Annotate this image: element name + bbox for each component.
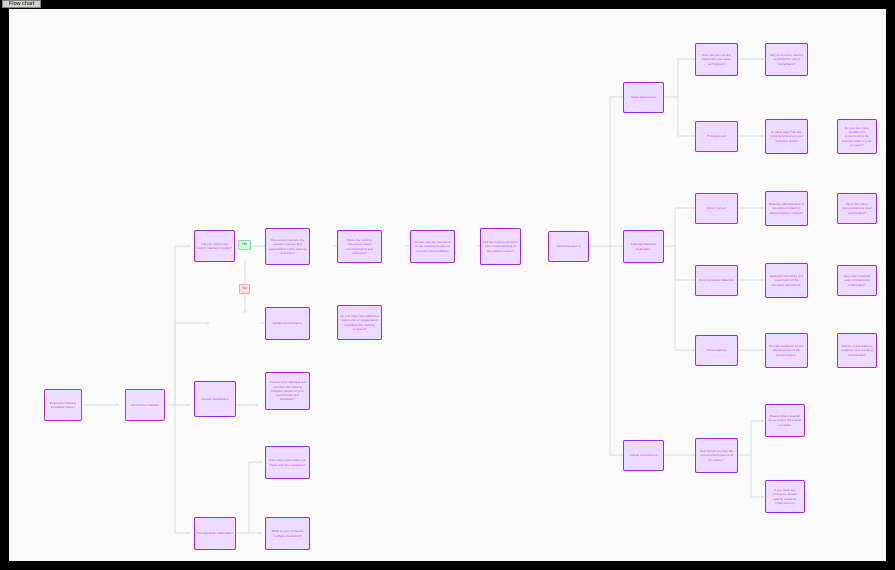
node-objectives-communicated[interactable]: Were the training objectives clearly com… bbox=[337, 230, 382, 263]
node-overall-satisfaction-question[interactable]: Overall, how satisfied are you with the … bbox=[265, 372, 310, 410]
node-label: Introduction Section bbox=[130, 402, 160, 407]
edge-label-yes: Yes bbox=[238, 240, 251, 250]
node-documentation-materials[interactable]: Documentation Materials bbox=[695, 265, 738, 296]
node-label: How would you rate the overall effective… bbox=[699, 449, 734, 462]
node-trainer-effectiveness-question[interactable]: How would you rate the overall effective… bbox=[695, 438, 738, 473]
node-label: Skill Assessment bbox=[556, 244, 581, 249]
node-label: In what ways has the training enhanced y… bbox=[770, 130, 803, 143]
node-introduction-section[interactable]: Introduction Section bbox=[125, 389, 165, 421]
node-label: Do you have any additional comments or s… bbox=[340, 314, 379, 331]
node-label: Documentation Materials bbox=[698, 278, 735, 283]
node-rate-structure[interactable]: How would you rate the overall structure… bbox=[265, 228, 310, 265]
node-label: Video Content bbox=[706, 206, 727, 211]
edge-label-text: Yes bbox=[241, 242, 248, 247]
node-label: How many years have you been with the co… bbox=[268, 458, 307, 467]
node-technical-skills-question[interactable]: In what ways has the training enhanced y… bbox=[765, 119, 808, 154]
node-additional-comments-question[interactable]: Do you have any additional comments or s… bbox=[337, 305, 382, 340]
node-video-content[interactable]: Video Content bbox=[695, 193, 738, 224]
node-label: Did you attend the recent training progr… bbox=[197, 241, 232, 250]
node-label: What is your preferred method of learnin… bbox=[271, 529, 304, 538]
node-label: Provide feedback on the effectiveness of… bbox=[769, 344, 804, 357]
node-label: Please rate the relevance of the trainin… bbox=[414, 240, 451, 253]
node-learning-method-question[interactable]: What is your preferred method of learnin… bbox=[265, 517, 310, 550]
tab-bar: Flow chart bbox=[0, 0, 895, 9]
node-label: Did you find the training beneficial for… bbox=[769, 53, 804, 66]
node-label: Presentations bbox=[706, 348, 727, 353]
node-label: Do you feel more confident in implementi… bbox=[842, 125, 872, 147]
node-label: Did the training enhance your understand… bbox=[483, 240, 518, 253]
node-label: Did the presentations enhance your learn… bbox=[841, 344, 873, 357]
node-attend-question[interactable]: Did you attend the recent training progr… bbox=[194, 230, 235, 262]
node-label: Overall, how satisfied are you with the … bbox=[269, 380, 306, 402]
node-presentation-feedback-question[interactable]: Provide feedback on the effectiveness of… bbox=[765, 333, 808, 368]
node-label: How would you rate the overall structure… bbox=[268, 238, 307, 255]
node-trainer-improvement-question[interactable]: If you have any concerns, please specify… bbox=[765, 480, 805, 513]
node-survey-root[interactable]: Employee Training Feedback Survey bbox=[44, 389, 82, 421]
node-documents-clarity-question[interactable]: Evaluate the clarity and usefulness of t… bbox=[765, 263, 808, 298]
node-materials-followable-question[interactable]: Were the materials easy to follow and un… bbox=[837, 265, 877, 296]
edge-label-no: No bbox=[239, 284, 250, 294]
node-label: Overall Satisfaction bbox=[201, 396, 229, 401]
node-label: Rate the effectiveness of the video cont… bbox=[768, 202, 805, 215]
node-trainer-assessment[interactable]: Trainer Assessment bbox=[623, 440, 664, 471]
node-presentation-learning-question[interactable]: Did the presentations enhance your learn… bbox=[837, 333, 877, 368]
node-label: If you have any concerns, please specify… bbox=[772, 488, 798, 505]
node-label: Were the video demonstrations clear and … bbox=[842, 202, 872, 215]
flowchart-canvas[interactable]: Employee Training Feedback Survey Introd… bbox=[9, 9, 886, 561]
node-sales-techniques-question[interactable]: How has the training improved your sales… bbox=[695, 43, 738, 76]
tab-flow-chart[interactable]: Flow chart bbox=[2, 0, 42, 8]
node-presentations[interactable]: Presentations bbox=[695, 335, 738, 366]
node-client-interactions-question[interactable]: Did you find the training beneficial for… bbox=[765, 43, 808, 76]
node-it-department[interactable]: IT department bbox=[695, 121, 738, 152]
node-years-with-company-question[interactable]: How many years have you been with the co… bbox=[265, 446, 310, 479]
node-skill-assessment[interactable]: Skill Assessment bbox=[548, 231, 589, 262]
node-video-demos-question[interactable]: Were the video demonstrations clear and … bbox=[837, 193, 877, 224]
node-label: Sales department bbox=[630, 95, 657, 100]
edge-label-text: No bbox=[242, 286, 247, 291]
node-label: Demographic Information bbox=[197, 531, 233, 536]
node-label: IT department bbox=[706, 134, 727, 139]
node-training-materials-evaluation[interactable]: Training Materials Evaluation bbox=[623, 230, 664, 263]
node-understanding-subject[interactable]: Did the training enhance your understand… bbox=[480, 228, 521, 265]
node-label: Were the training objectives clearly com… bbox=[346, 238, 373, 255]
node-label: Were the materials easy to follow and un… bbox=[843, 274, 871, 287]
node-label: Trainer Assessment bbox=[629, 453, 658, 458]
node-trainer-excelled-question[interactable]: Please share specific areas where the tr… bbox=[765, 404, 805, 437]
node-label: Training Materials Evaluation bbox=[630, 242, 657, 251]
node-overall-satisfaction[interactable]: Overall Satisfaction bbox=[194, 381, 236, 417]
node-confidence-question[interactable]: Do you feel more confident in implementi… bbox=[837, 119, 877, 154]
node-additional-comments[interactable]: Additional Comments bbox=[265, 307, 310, 340]
edge-layer bbox=[82, 9, 886, 561]
node-label: Additional Comments bbox=[272, 321, 303, 326]
node-label: How has the training improved your sales… bbox=[701, 53, 732, 66]
node-demographic-information[interactable]: Demographic Information bbox=[194, 517, 236, 550]
node-label: Please share specific areas where the tr… bbox=[768, 414, 802, 427]
node-label: Evaluate the clarity and usefulness of t… bbox=[769, 274, 804, 287]
node-video-effectiveness-question[interactable]: Rate the effectiveness of the video cont… bbox=[765, 191, 808, 226]
node-label: Employee Training Feedback Survey bbox=[49, 400, 77, 409]
node-sales-department[interactable]: Sales department bbox=[623, 82, 664, 113]
node-content-relevance[interactable]: Please rate the relevance of the trainin… bbox=[410, 230, 455, 263]
